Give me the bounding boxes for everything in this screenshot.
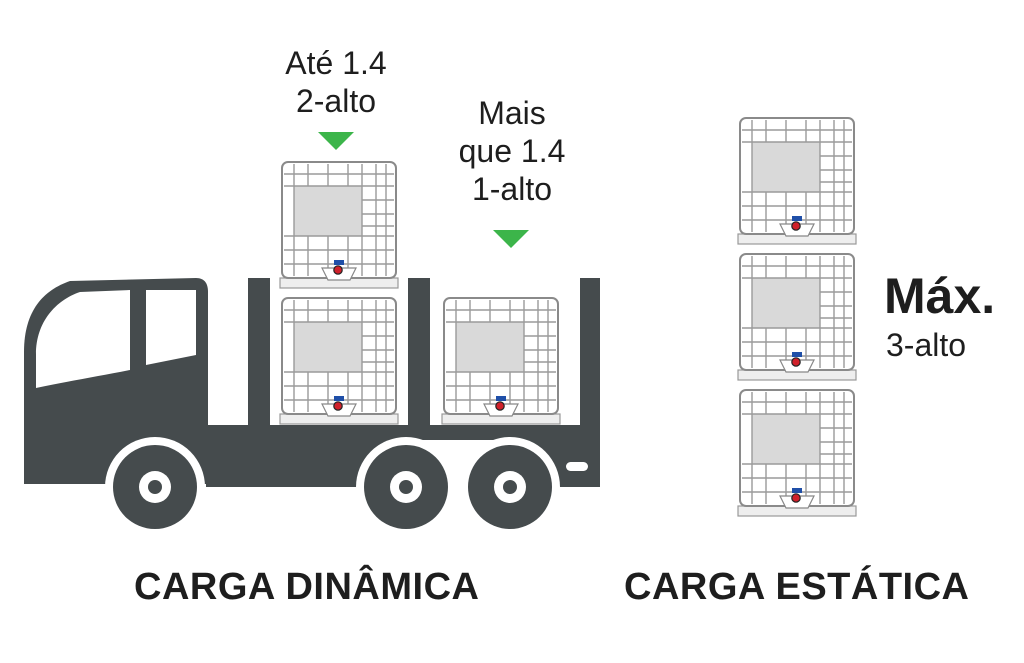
- arrow-down-icon: [318, 132, 354, 150]
- truck-windshield: [36, 290, 130, 388]
- wheel-front: [113, 445, 197, 529]
- static-load-caption: CARGA ESTÁTICA: [624, 566, 970, 608]
- truck-stake: [580, 278, 600, 428]
- wheel-rear-2: [468, 445, 552, 529]
- ibc-container-stack2-bottom: [279, 297, 399, 425]
- truck-light: [566, 462, 588, 471]
- truck-wheels: [113, 445, 552, 529]
- ibc-container-static-middle: [737, 253, 857, 381]
- dynamic-load-caption: CARGA DINÂMICA: [134, 566, 480, 608]
- ibc-container-static-bottom: [737, 389, 857, 517]
- max-label: Máx.: [884, 268, 996, 324]
- ibc-container-single: [441, 297, 561, 425]
- max-value: 3-alto: [886, 327, 967, 363]
- stack-two-limit: Até 1.4: [285, 45, 387, 81]
- stack-two-height: 2-alto: [295, 83, 377, 119]
- ibc-container-static-top: [737, 117, 857, 245]
- ibc-container-stack2-top: [279, 161, 399, 289]
- arrow-down-icon: [493, 230, 529, 248]
- stack-one-label: Mais que 1.4 1-alto: [432, 94, 592, 208]
- truck-side-window: [146, 290, 196, 365]
- stack-one-height: 1-alto: [471, 171, 553, 207]
- truck-stake: [408, 278, 430, 428]
- wheel-rear-1: [364, 445, 448, 529]
- truck-stake: [248, 278, 270, 428]
- stack-two-label: Até 1.4 2-alto: [256, 44, 416, 120]
- stack-one-line1: Mais: [478, 95, 546, 131]
- stack-one-line2: que 1.4: [458, 133, 566, 169]
